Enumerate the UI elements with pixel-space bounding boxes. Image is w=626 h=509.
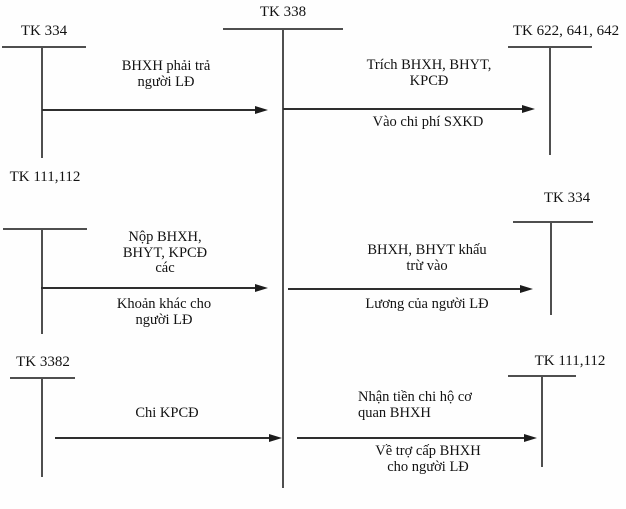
t-stem xyxy=(550,221,552,315)
flow-label-below: Về trợ cấp BHXH cho người LĐ xyxy=(375,443,481,475)
flow-label-below: Lương của người LĐ xyxy=(365,296,489,312)
t-stem xyxy=(282,28,284,488)
account-title-tk111-112-mid: TK 111,112 xyxy=(9,169,81,185)
t-stem xyxy=(549,46,551,155)
arrow-shaft xyxy=(41,287,255,289)
t-bar xyxy=(2,46,86,48)
flow-label-above: BHXH, BHYT khấu trừ vào xyxy=(367,242,487,274)
arrow-shaft xyxy=(283,108,522,110)
arrow-head-icon xyxy=(255,106,268,114)
account-title-tk3382: TK 3382 xyxy=(16,354,70,370)
flow-label-above: Trích BHXH, BHYT, KPCĐ xyxy=(366,57,492,89)
flow-label-above: Nhận tiền chi hộ cơ quan BHXH xyxy=(358,389,472,421)
arrow-head-icon xyxy=(524,434,537,442)
t-stem xyxy=(541,375,543,467)
t-stem xyxy=(41,46,43,158)
account-title-tk111-112-bottom: TK 111,112 xyxy=(534,353,606,369)
arrow-head-icon xyxy=(522,105,535,113)
account-title-tk622-641-642: TK 622, 641, 642 xyxy=(512,23,620,39)
arrow-head-icon xyxy=(520,285,533,293)
flow-label-above: BHXH phải trả người LĐ xyxy=(121,58,211,90)
flow-label-below: Vào chi phí SXKD xyxy=(372,114,484,130)
arrow-shaft xyxy=(288,288,520,290)
t-stem xyxy=(41,228,43,334)
t-bar xyxy=(3,228,87,230)
arrow-shaft xyxy=(297,437,524,439)
arrow-shaft xyxy=(55,437,269,439)
flow-label-below: Khoản khác cho người LĐ xyxy=(116,296,212,328)
flow-label-above: Nộp BHXH, BHYT, KPCĐ các xyxy=(122,229,208,276)
arrow-shaft xyxy=(42,109,255,111)
account-title-tk334-mid: TK 334 xyxy=(543,190,591,206)
arrow-head-icon xyxy=(269,434,282,442)
t-stem xyxy=(41,377,43,477)
flow-label-above: Chi KPCĐ xyxy=(135,405,199,421)
account-title-tk338: TK 338 xyxy=(259,4,307,20)
t-bar xyxy=(513,221,593,223)
arrow-head-icon xyxy=(255,284,268,292)
account-title-tk334-top: TK 334 xyxy=(20,23,68,39)
